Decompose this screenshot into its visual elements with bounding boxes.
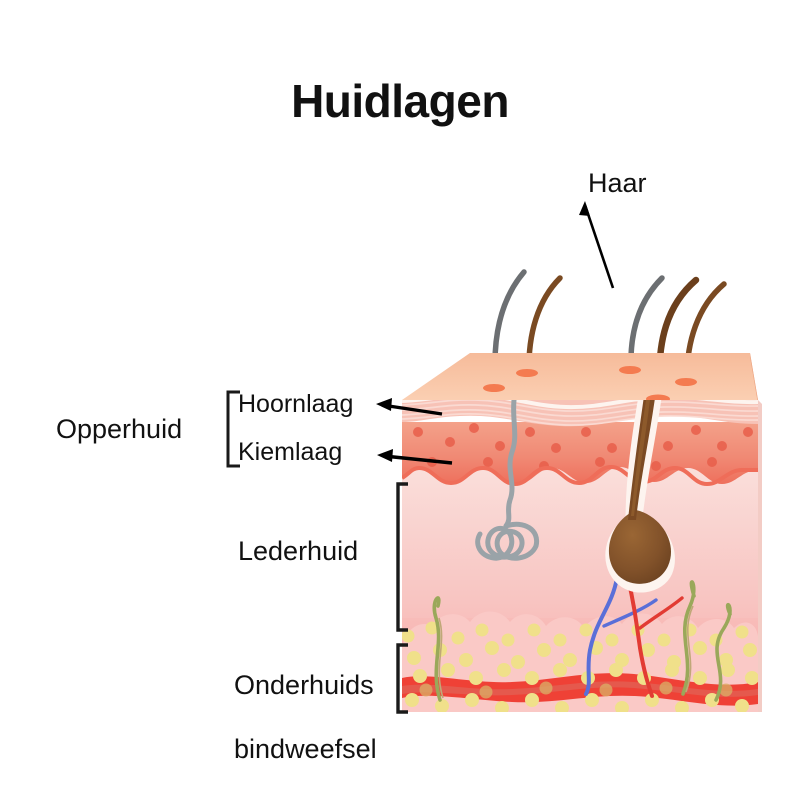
pore-3	[619, 366, 641, 374]
germinal-lower-border	[402, 464, 758, 487]
callout-arrows	[376, 201, 615, 465]
arrow-left-icon-horny	[376, 398, 443, 416]
bracket-left-icon-dermis	[396, 482, 408, 632]
pore-2	[516, 369, 538, 377]
label-onderhuids-line2: bindweefsel	[234, 733, 377, 764]
horny-stripes	[402, 400, 758, 426]
label-onderhuids-bindweefsel: Onderhuids bindweefsel	[204, 638, 377, 797]
pore-5	[675, 378, 697, 386]
germinal-layer	[402, 422, 758, 484]
nerve-fibers-group	[432, 580, 732, 702]
sweat-coil	[475, 521, 540, 561]
bracket-group	[226, 390, 408, 714]
nerve-fiber-highlights	[438, 605, 694, 699]
blood-vessels-group	[584, 576, 684, 698]
vein	[584, 576, 619, 696]
germinal-cell-dots	[413, 423, 753, 471]
arrow-up-left-icon	[579, 201, 615, 289]
nerve-fiber-2	[681, 580, 696, 696]
bracket-left-icon-epidermis	[226, 390, 240, 468]
artery-branch	[638, 596, 684, 630]
horny-layer	[402, 400, 758, 427]
label-opperhuid: Opperhuid	[56, 414, 183, 444]
nerve-fiber-3	[714, 602, 732, 702]
skin-top-surface	[402, 353, 758, 404]
sweat-gland	[475, 400, 540, 561]
label-onderhuids-line1: Onderhuids	[234, 669, 374, 700]
vein-branch	[602, 598, 658, 628]
follicle-shaft-highlight	[631, 400, 650, 516]
follicle-bulb	[608, 510, 672, 584]
hair-follicle	[605, 400, 675, 593]
nerve-fiber-1	[432, 596, 442, 702]
skin-front-face	[402, 400, 758, 712]
artery	[626, 576, 654, 698]
skin-right-face	[758, 400, 762, 712]
label-hoornlaag: Hoornlaag	[238, 390, 354, 418]
label-haar: Haar	[588, 168, 647, 198]
sweat-duct	[503, 400, 518, 529]
hair-pores-group	[483, 366, 697, 404]
bracket-left-icon-subcutis	[396, 643, 408, 714]
page-title: Huidlagen	[291, 75, 509, 127]
label-kiemlaag: Kiemlaag	[238, 438, 343, 466]
arrow-left-icon-germinal	[377, 449, 453, 465]
label-lederhuid: Lederhuid	[238, 536, 359, 566]
pore-1	[483, 384, 505, 392]
